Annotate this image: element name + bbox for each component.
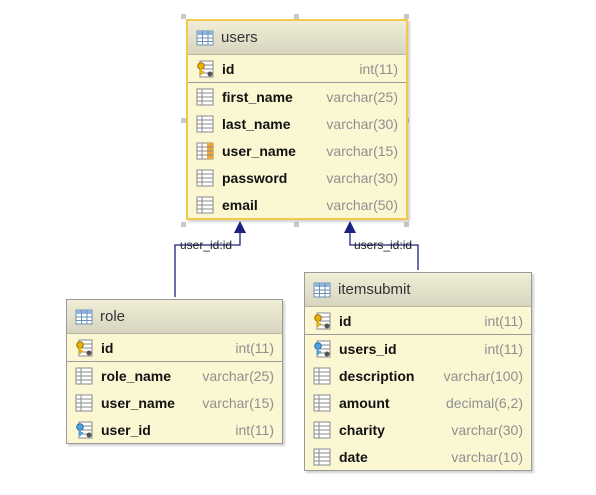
column-type: varchar(15) <box>202 394 274 411</box>
relation-line-itemsubmit-users <box>349 228 419 270</box>
column-row[interactable]: id int(11) <box>188 55 406 83</box>
column-row[interactable]: last_name varchar(30) <box>188 110 406 137</box>
column-name: role_name <box>101 367 172 384</box>
column-row[interactable]: email varchar(50) <box>188 191 406 218</box>
column-name: id <box>101 339 114 356</box>
column-icon <box>313 448 331 466</box>
table-icon <box>75 308 93 326</box>
table-role[interactable]: role id int(11) role_name varchar(25) us… <box>66 299 283 444</box>
column-row[interactable]: user_name varchar(15) <box>67 389 282 416</box>
column-icon <box>75 394 93 412</box>
column-name: amount <box>339 394 390 411</box>
primary-key-icon <box>75 339 93 357</box>
column-row[interactable]: description varchar(100) <box>305 362 531 389</box>
column-name: id <box>222 60 235 77</box>
column-type: varchar(25) <box>202 367 274 384</box>
column-type: int(11) <box>235 339 274 356</box>
column-type: varchar(30) <box>326 115 398 132</box>
column-name: user_name <box>222 142 296 159</box>
table-title: users <box>221 29 258 46</box>
column-type: int(11) <box>484 312 523 329</box>
relation-label-itemsubmit-users: users_id:id <box>354 238 413 252</box>
column-name: last_name <box>222 115 291 132</box>
selection-handle[interactable] <box>181 118 186 123</box>
column-type: varchar(30) <box>451 421 523 438</box>
column-icon <box>196 115 214 133</box>
column-row[interactable]: user_name varchar(15) <box>188 137 406 164</box>
selection-handle[interactable] <box>404 14 409 19</box>
column-row[interactable]: charity varchar(30) <box>305 416 531 443</box>
column-row[interactable]: amount decimal(6,2) <box>305 389 531 416</box>
column-type: int(11) <box>235 421 274 438</box>
primary-key-icon <box>313 312 331 330</box>
column-row[interactable]: users_id int(11) <box>305 335 531 362</box>
table-itemsubmit[interactable]: itemsubmit id int(11) users_id int(11) d… <box>304 272 532 471</box>
arrow-head-itemsubmit <box>344 221 356 233</box>
column-icon <box>75 367 93 385</box>
column-type: varchar(10) <box>451 448 523 465</box>
column-name: id <box>339 312 352 329</box>
column-name: first_name <box>222 88 293 105</box>
column-row[interactable]: id int(11) <box>305 307 531 335</box>
relation-label-role-users: user_id:id <box>180 238 233 252</box>
column-type: varchar(100) <box>443 367 523 384</box>
column-type: varchar(50) <box>326 196 398 213</box>
table-icon <box>313 281 331 299</box>
column-name: charity <box>339 421 385 438</box>
column-type: int(11) <box>359 60 398 77</box>
table-icon <box>196 29 214 47</box>
column-type: int(11) <box>484 340 523 357</box>
column-icon <box>196 88 214 106</box>
selection-handle[interactable] <box>294 222 299 227</box>
indexed-column-icon <box>196 142 214 160</box>
column-name: date <box>339 448 368 465</box>
column-type: varchar(25) <box>326 88 398 105</box>
column-icon <box>313 421 331 439</box>
selection-handle[interactable] <box>294 14 299 19</box>
foreign-key-icon <box>313 340 331 358</box>
table-header[interactable]: users <box>188 21 406 55</box>
column-type: varchar(15) <box>326 142 398 159</box>
foreign-key-icon <box>75 421 93 439</box>
column-row[interactable]: password varchar(30) <box>188 164 406 191</box>
column-type: varchar(30) <box>326 169 398 186</box>
primary-key-icon <box>196 60 214 78</box>
table-users[interactable]: users id int(11) first_name varchar(25) … <box>186 19 408 220</box>
column-icon <box>196 196 214 214</box>
selection-handle[interactable] <box>181 222 186 227</box>
column-name: email <box>222 196 258 213</box>
column-name: users_id <box>339 340 397 357</box>
table-title: role <box>100 308 126 325</box>
selection-handle[interactable] <box>181 14 186 19</box>
column-type: decimal(6,2) <box>445 394 523 411</box>
column-name: user_name <box>101 394 175 411</box>
column-row[interactable]: id int(11) <box>67 334 282 362</box>
table-title: itemsubmit <box>338 281 411 298</box>
column-icon <box>196 169 214 187</box>
column-row[interactable]: user_id int(11) <box>67 416 282 443</box>
column-name: description <box>339 367 415 384</box>
table-header[interactable]: role <box>67 300 282 334</box>
column-icon <box>313 367 331 385</box>
column-name: user_id <box>101 421 151 438</box>
column-icon <box>313 394 331 412</box>
arrow-head-role <box>234 221 246 233</box>
column-row[interactable]: date varchar(10) <box>305 443 531 470</box>
table-header[interactable]: itemsubmit <box>305 273 531 307</box>
column-row[interactable]: role_name varchar(25) <box>67 362 282 389</box>
column-name: password <box>222 169 288 186</box>
relation-line-role-users <box>174 228 241 297</box>
selection-handle[interactable] <box>404 222 409 227</box>
column-row[interactable]: first_name varchar(25) <box>188 83 406 110</box>
